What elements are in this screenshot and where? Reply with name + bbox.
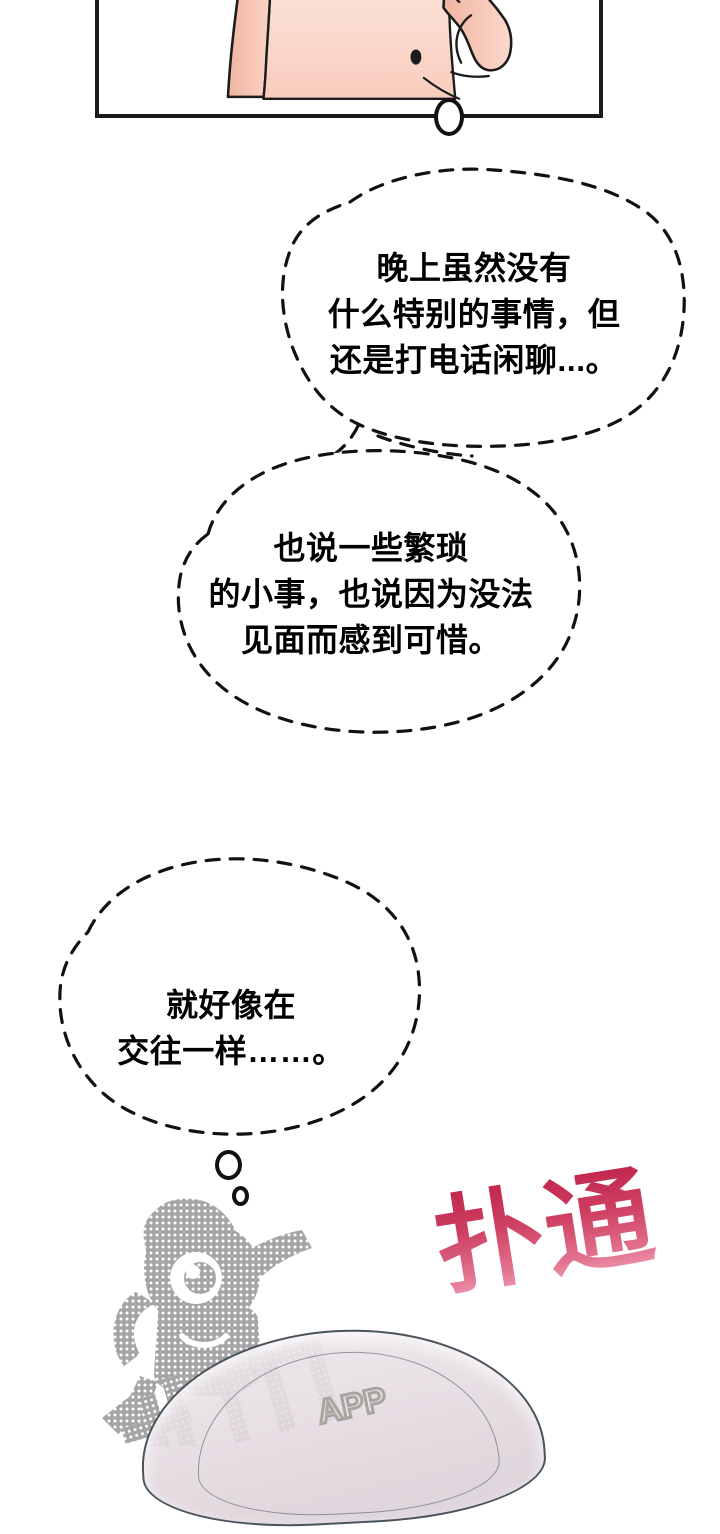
panel-artwork bbox=[99, 0, 599, 114]
thought-bubble-3: 就好像在 交往一样……。 bbox=[36, 857, 426, 1146]
thought-bubble-1: 晚上虽然没有 什么特别的事情，但 还是打电话闲聊...。 bbox=[258, 167, 690, 460]
sound-effect-pu-tong: 扑通 bbox=[427, 1155, 720, 1366]
comic-page: 晚上虽然没有 什么特别的事情，但 还是打电话闲聊...。 也说一些繁琐 的小事，… bbox=[36, 0, 720, 1534]
thought-tail-circle-small bbox=[232, 1186, 249, 1206]
watermark-app-label: APP bbox=[316, 1386, 392, 1433]
bubble-3-outline bbox=[58, 857, 422, 1136]
sound-effect-text: 扑通 bbox=[426, 1154, 664, 1309]
thought-bubble-2: 也说一些繁琐 的小事，也说因为没法 见面而感到可惜。 bbox=[152, 448, 590, 740]
bubble-2-outline bbox=[176, 449, 582, 734]
top-comic-panel bbox=[95, 0, 603, 118]
app-label-text: APP bbox=[316, 1386, 390, 1432]
bubble-1-outline bbox=[280, 167, 686, 458]
thought-tail-oval-panel bbox=[434, 98, 464, 136]
thought-tail-circle-large bbox=[215, 1150, 242, 1180]
